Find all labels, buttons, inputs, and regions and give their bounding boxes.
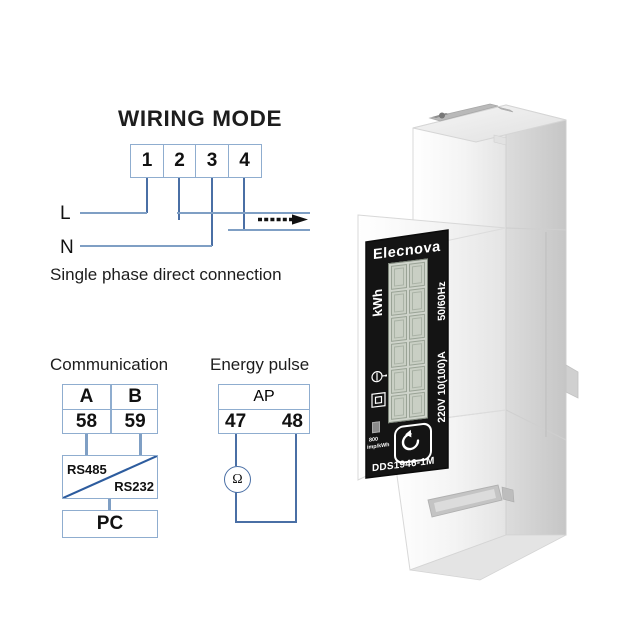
rs485-label: RS485 (67, 462, 107, 477)
pc-endpoint-box: PC (62, 510, 158, 538)
energy-pulse-link-47-lower (235, 491, 237, 523)
energy-pulse-number-row: 47 48 (218, 409, 310, 434)
communication-link-b (139, 434, 142, 455)
terminal-3: 3 (195, 144, 230, 178)
load-output-line (228, 229, 310, 231)
resistor-omega-icon: Ω (224, 466, 251, 493)
rs-converter-box: RS485 RS232 (62, 455, 158, 499)
neutral-line-label: N (60, 237, 74, 258)
communication-header-row: A B (62, 384, 158, 410)
live-line-in (80, 212, 147, 214)
communication-header-b: B (128, 386, 142, 407)
energy-pulse-number-48: 48 (281, 410, 303, 432)
terminal-4: 4 (227, 144, 262, 178)
brand-label: Elecnova (373, 238, 441, 264)
wiring-mode-title: WIRING MODE (118, 106, 283, 131)
neutral-line-in (80, 245, 212, 247)
terminal-4-drop-line (243, 178, 245, 230)
terminal-1-drop-line (146, 178, 148, 213)
reset-arrow-icon[interactable] (394, 421, 432, 465)
rs232-label: RS232 (114, 479, 154, 494)
energy-pulse-link-48 (295, 434, 297, 523)
terminal-2: 2 (162, 144, 197, 178)
terminal-1: 1 (130, 144, 165, 178)
double-insulation-icon (371, 391, 386, 409)
pulse-rate-top: 800 (369, 436, 378, 444)
energy-pulse-number-47: 47 (225, 410, 247, 432)
communication-number-row: 58 59 (62, 409, 158, 434)
communication-header-a: A (79, 386, 94, 407)
frequency-label: 50/60Hz (436, 280, 448, 322)
communication-title: Communication (50, 355, 169, 374)
energy-meter-device: Elecnova kWh 50/60Hz 220V 10(100)A (350, 80, 600, 610)
pulse-rate-bottom: imp/kWh (367, 442, 390, 451)
unit-label: kWh (370, 288, 385, 318)
wiring-mode-caption: Single phase direct connection (50, 265, 282, 284)
energy-pulse-link-47 (235, 434, 237, 466)
communication-number-58: 58 (75, 410, 98, 432)
meter-faceplate: Elecnova kWh 50/60Hz 220V 10(100)A (366, 232, 450, 480)
live-line-out (177, 212, 310, 214)
communication-link-pc (108, 499, 111, 510)
lcd-display (388, 258, 428, 424)
pulse-led-icon (372, 421, 380, 434)
live-line-label: L (60, 203, 71, 224)
model-label: DDS1946-1M (372, 455, 435, 475)
right-arrow-icon (258, 212, 310, 225)
rating-label: 220V 10(100)A (436, 350, 448, 424)
energy-pulse-title: Energy pulse (210, 355, 310, 374)
terminal-2-drop-line (178, 178, 180, 220)
communication-number-59: 59 (124, 410, 146, 432)
energy-pulse-header-ap: AP (218, 384, 310, 410)
class-index-icon (371, 367, 387, 385)
energy-pulse-return-line (235, 521, 297, 523)
communication-link-a (85, 434, 88, 455)
